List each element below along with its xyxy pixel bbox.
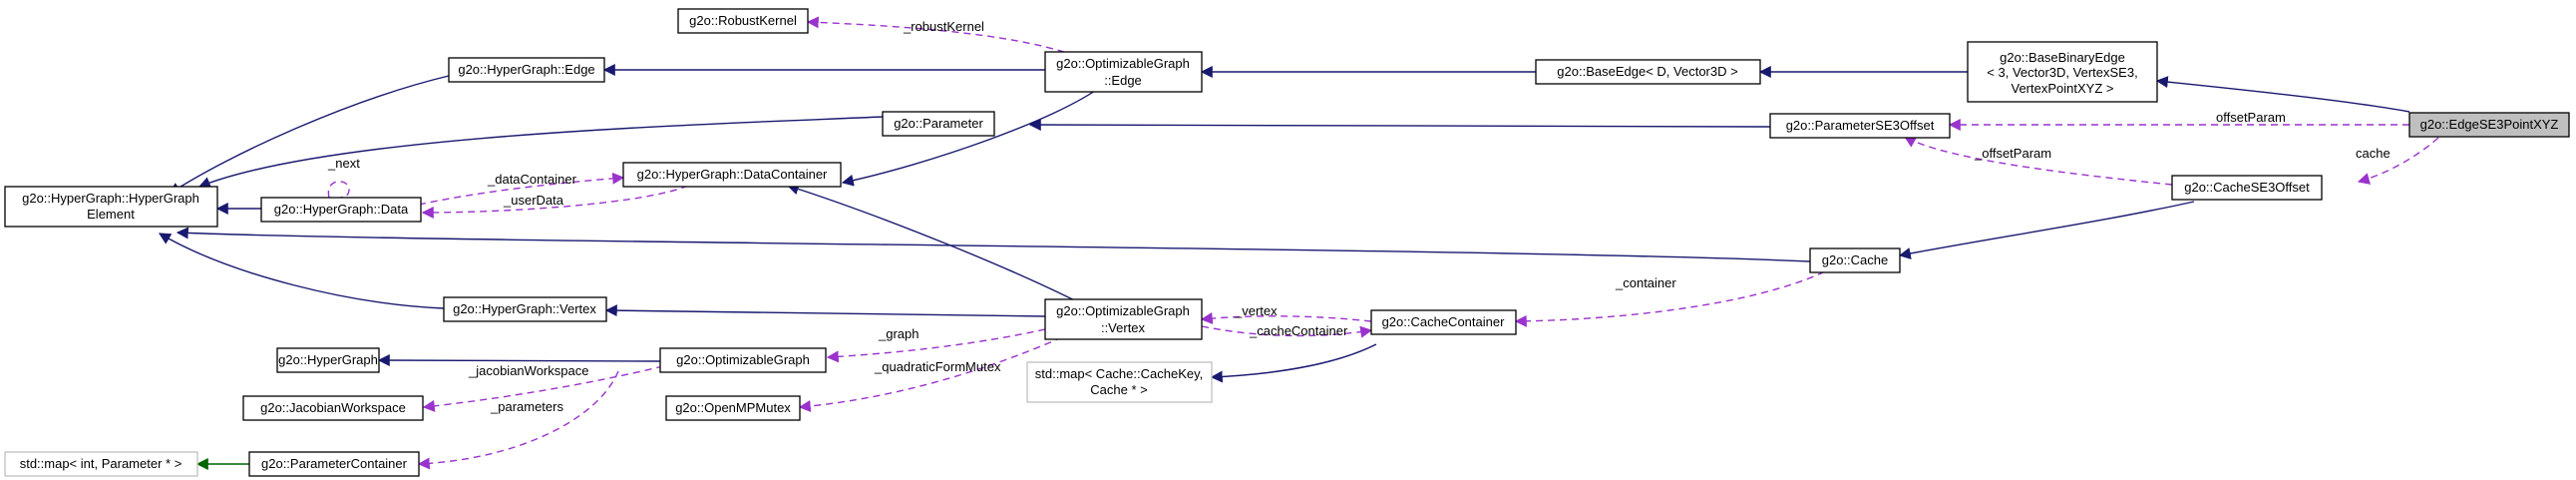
usage-edge-vertex xyxy=(1200,312,1372,324)
node-hypergraph-datacontainer[interactable]: g2o::HyperGraph::DataContainer xyxy=(622,162,842,188)
node-hypergraph-element[interactable]: g2o::HyperGraph::HyperGraph Element xyxy=(4,186,218,228)
label-container: _container xyxy=(1615,275,1676,290)
label-data-container: _dataContainer xyxy=(487,172,577,187)
label-cache-container: _cacheContainer xyxy=(1249,323,1348,338)
node-hypergraph[interactable]: g2o::HyperGraph xyxy=(276,347,380,373)
svg-text:g2o::CacheContainer: g2o::CacheContainer xyxy=(1382,314,1506,329)
node-parameter-se3-offset[interactable]: g2o::ParameterSE3Offset xyxy=(1769,113,1951,139)
inherit-edge-vertex-to-element xyxy=(158,233,445,309)
label-cache: cache xyxy=(2356,146,2391,161)
svg-text:< 3, Vector3D, VertexSE3,: < 3, Vector3D, VertexSE3, xyxy=(1987,65,2137,80)
inherit-edge-optgraph-vertex-to-hg-vertex xyxy=(604,304,1046,317)
usage-edge-parameters xyxy=(417,370,619,470)
node-cache-se3-offset[interactable]: g2o::CacheSE3Offset xyxy=(2171,175,2323,201)
node-std-map-int-parameter[interactable]: std::map< int, Parameter * > xyxy=(4,451,198,477)
node-cache[interactable]: g2o::Cache xyxy=(1809,247,1901,273)
svg-text:::Edge: ::Edge xyxy=(1104,73,1142,88)
usage-edge-quadratic-form-mutex xyxy=(798,336,1063,412)
svg-text:g2o::HyperGraph::Vertex: g2o::HyperGraph::Vertex xyxy=(453,301,596,316)
svg-text:g2o::Cache: g2o::Cache xyxy=(1822,252,1889,267)
label-user-data: _userData xyxy=(503,193,564,208)
svg-text:g2o::HyperGraph::HyperGraph: g2o::HyperGraph::HyperGraph xyxy=(22,191,199,206)
inherit-edge-parameter-to-element xyxy=(197,116,884,189)
svg-text:g2o::BaseBinaryEdge: g2o::BaseBinaryEdge xyxy=(2000,50,2125,65)
node-std-map-cache[interactable]: std::map< Cache::CacheKey, Cache * > xyxy=(1026,361,1213,403)
svg-text:g2o::HyperGraph::Edge: g2o::HyperGraph::Edge xyxy=(458,62,594,77)
node-edge-se3-point-xyz[interactable]: g2o::EdgeSE3PointXYZ xyxy=(2408,112,2570,138)
svg-text:g2o::CacheSE3Offset: g2o::CacheSE3Offset xyxy=(2184,180,2310,195)
node-parameter[interactable]: g2o::Parameter xyxy=(882,111,995,137)
svg-text:Element: Element xyxy=(87,207,135,222)
usage-edge-user-data xyxy=(421,185,689,219)
label-quadratic-form-mutex: _quadraticFormMutex xyxy=(874,359,1001,374)
usage-edge-jacobian-workspace xyxy=(422,365,664,412)
inherit-edge-cache-to-element xyxy=(176,227,1811,262)
svg-text:VertexPointXYZ >: VertexPointXYZ > xyxy=(2012,81,2114,96)
label-robust-kernel: _robustKernel xyxy=(903,19,984,34)
inherit-edge-optgraph-edge-to-datacontainer xyxy=(841,85,1103,187)
svg-text:g2o::ParameterSE3Offset: g2o::ParameterSE3Offset xyxy=(1786,118,1935,133)
label-jacobian-workspace: _jacobianWorkspace xyxy=(468,363,588,378)
inherit-edge-cache-se3 xyxy=(1898,201,2195,259)
node-optimizable-graph-edge[interactable]: g2o::OptimizableGraph ::Edge xyxy=(1044,51,1203,93)
node-base-binary-edge[interactable]: g2o::BaseBinaryEdge < 3, Vector3D, Verte… xyxy=(1967,41,2158,103)
node-base-edge[interactable]: g2o::BaseEdge< D, Vector3D > xyxy=(1535,59,1761,85)
svg-text:std::map< Cache::CacheKey,: std::map< Cache::CacheKey, xyxy=(1035,366,1204,381)
usage-edge-cache xyxy=(2357,137,2439,185)
inherit-edge-hg-edge-to-element xyxy=(168,75,450,195)
svg-text:Cache * >: Cache * > xyxy=(1090,382,1147,397)
inherit-edge-parameter-se3 xyxy=(1028,119,1771,132)
node-robust-kernel[interactable]: g2o::RobustKernel xyxy=(677,8,809,34)
svg-text:g2o::BaseEdge< D, Vector3D >: g2o::BaseEdge< D, Vector3D > xyxy=(1557,64,1737,79)
label-next: _next xyxy=(327,156,360,171)
svg-text:g2o::HyperGraph::DataContainer: g2o::HyperGraph::DataContainer xyxy=(637,167,828,182)
label-offset-param-cache: _offsetParam xyxy=(1974,146,2051,161)
svg-text:g2o::OptimizableGraph: g2o::OptimizableGraph xyxy=(1056,56,1190,71)
svg-text:std::map< int, Parameter * >: std::map< int, Parameter * > xyxy=(20,456,183,471)
node-optimizable-graph-vertex[interactable]: g2o::OptimizableGraph ::Vertex xyxy=(1044,298,1203,340)
node-jacobian-workspace[interactable]: g2o::JacobianWorkspace xyxy=(242,395,424,421)
usage-edge-container xyxy=(1514,265,1836,327)
svg-text:g2o::EdgeSE3PointXYZ: g2o::EdgeSE3PointXYZ xyxy=(2420,117,2559,132)
svg-text:g2o::OpenMPMutex: g2o::OpenMPMutex xyxy=(675,400,791,415)
node-hypergraph-data[interactable]: g2o::HyperGraph::Data xyxy=(260,197,422,223)
usage-edge-offset-param-cache xyxy=(1903,136,2173,186)
node-hypergraph-vertex[interactable]: g2o::HyperGraph::Vertex xyxy=(443,296,607,322)
svg-text:g2o::HyperGraph::Data: g2o::HyperGraph::Data xyxy=(274,202,409,217)
label-graph: _graph xyxy=(878,326,919,341)
inherit-edge-optgraph-to-hypergraph xyxy=(377,354,661,367)
svg-text:g2o::OptimizableGraph: g2o::OptimizableGraph xyxy=(676,352,810,367)
usage-edge-robust-kernel xyxy=(806,16,1088,61)
svg-text:g2o::RobustKernel: g2o::RobustKernel xyxy=(689,13,797,28)
svg-text:g2o::ParameterContainer: g2o::ParameterContainer xyxy=(261,456,408,471)
label-parameters: _parameters xyxy=(490,399,563,414)
label-vertex: _vertex xyxy=(1234,303,1278,318)
node-openmp-mutex[interactable]: g2o::OpenMPMutex xyxy=(665,395,801,421)
inherit-edge-base-binary xyxy=(2155,76,2410,113)
node-optimizable-graph[interactable]: g2o::OptimizableGraph xyxy=(659,347,827,373)
svg-text:g2o::HyperGraph: g2o::HyperGraph xyxy=(278,352,378,367)
node-cache-container[interactable]: g2o::CacheContainer xyxy=(1370,309,1517,335)
inherit-edge-optgraph-vertex-to-datacontainer xyxy=(786,183,1103,315)
node-hypergraph-edge[interactable]: g2o::HyperGraph::Edge xyxy=(448,57,605,83)
svg-text:g2o::Parameter: g2o::Parameter xyxy=(894,116,983,131)
svg-text:::Vertex: ::Vertex xyxy=(1101,320,1146,335)
node-parameter-container[interactable]: g2o::ParameterContainer xyxy=(248,451,420,477)
usage-edge-data-container xyxy=(418,172,625,206)
usage-edge-graph xyxy=(826,328,1046,363)
label-offset-param: offsetParam xyxy=(2216,110,2286,125)
inherit-edge-std-map-cache xyxy=(1210,343,1377,383)
svg-text:g2o::OptimizableGraph: g2o::OptimizableGraph xyxy=(1056,303,1190,318)
svg-text:g2o::JacobianWorkspace: g2o::JacobianWorkspace xyxy=(260,400,406,415)
